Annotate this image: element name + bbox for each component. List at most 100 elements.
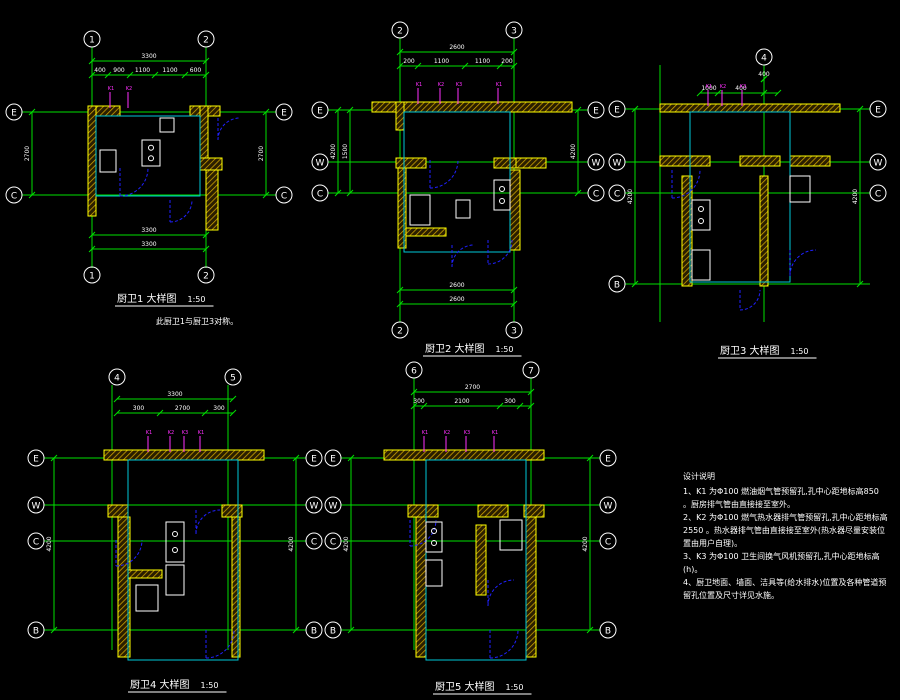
- dimension-text: 2700: [24, 146, 31, 161]
- plan-title: 厨卫5 大样图: [435, 680, 495, 693]
- dim-tick: [496, 402, 504, 410]
- grid-label: 6: [411, 367, 417, 377]
- grid-bubble-left: [324, 621, 342, 639]
- plan-scale: 1:50: [188, 295, 206, 304]
- dim-tick: [156, 409, 164, 417]
- dimension-text: 300: [413, 398, 425, 405]
- dimension-text: 2700: [175, 405, 190, 412]
- grid-label: 2: [203, 36, 209, 46]
- wall: [199, 105, 209, 167]
- dimension-text: 300: [504, 398, 516, 405]
- grid-bubble-right: [305, 449, 323, 467]
- pipe-tag: K1: [706, 84, 712, 90]
- dimension-text: 1100: [475, 58, 490, 65]
- dim-tick: [88, 71, 96, 79]
- fixture: [165, 564, 185, 596]
- door-swing: [739, 289, 761, 311]
- dimension-text: 600: [190, 67, 202, 74]
- wall: [231, 516, 241, 658]
- plan-title: 厨卫3 大样图: [720, 344, 780, 357]
- grid-bubble-right: [599, 532, 617, 550]
- dim-tick: [574, 106, 582, 114]
- wall: [221, 504, 243, 518]
- pipe-tag: K3: [456, 82, 462, 88]
- dimension-text: 300: [213, 405, 225, 412]
- wall: [415, 516, 427, 658]
- grid-label: 1: [89, 36, 95, 46]
- dimension-text: 2600: [449, 282, 464, 289]
- wall: [199, 157, 223, 171]
- dimension-text: 4200: [288, 536, 295, 551]
- fixture: [691, 249, 711, 281]
- dim-tick: [202, 57, 210, 65]
- dim-tick: [229, 395, 237, 403]
- grid-bubble-right: [587, 153, 605, 171]
- dim-tick: [420, 402, 428, 410]
- grid-label: C: [311, 538, 317, 548]
- dim-tick: [510, 48, 518, 56]
- wall: [659, 103, 841, 113]
- dim-tick: [696, 89, 704, 97]
- dim-tick: [396, 62, 404, 70]
- grid-bubble-top: [108, 368, 126, 386]
- grid-bubble-left: [311, 153, 329, 171]
- dim-tick: [631, 280, 639, 288]
- dim-tick: [113, 395, 121, 403]
- dim-tick: [516, 402, 524, 410]
- dim-tick: [28, 191, 36, 199]
- grid-bubble-top: [391, 21, 409, 39]
- grid-label: E: [11, 109, 17, 119]
- grid-bubble-left: [27, 496, 45, 514]
- dim-tick: [346, 106, 354, 114]
- wall: [397, 167, 407, 249]
- pipe-tag: K1: [416, 82, 422, 88]
- dimension-text: 4200: [582, 536, 589, 551]
- pipe-tag: K1: [146, 430, 152, 436]
- dim-tick: [396, 48, 404, 56]
- dimension-text: 1100: [434, 58, 449, 65]
- grid-label: 7: [528, 367, 534, 377]
- fixture: [789, 175, 811, 203]
- grid-bubble-left: [27, 449, 45, 467]
- dim-tick: [50, 626, 58, 634]
- dim-tick: [496, 62, 504, 70]
- burner: [431, 540, 437, 546]
- fixture: [409, 194, 431, 226]
- grid-label: C: [317, 190, 323, 200]
- wall: [205, 169, 219, 231]
- dim-tick: [510, 62, 518, 70]
- wall: [107, 504, 129, 518]
- dim-tick: [856, 105, 864, 113]
- door-swing: [119, 167, 149, 197]
- pipe-tag: K2: [444, 430, 450, 436]
- pipe-tag: K2: [168, 430, 174, 436]
- grid-bubble-bottom: [197, 266, 215, 284]
- dim-tick: [151, 71, 159, 79]
- fixture: [455, 199, 471, 219]
- grid-bubble-right: [869, 100, 887, 118]
- dimension-text: 4200: [627, 189, 634, 204]
- grid-bubble-right: [599, 449, 617, 467]
- grid-label: C: [33, 538, 39, 548]
- dim-tick: [292, 626, 300, 634]
- grid-bubble-right: [599, 496, 617, 514]
- dimension-text: 4200: [570, 144, 577, 159]
- dimension-text: 1500: [342, 144, 349, 159]
- fixture: [159, 117, 175, 133]
- dimension-text: 1000: [701, 85, 716, 92]
- dimension-text: 2700: [258, 146, 265, 161]
- wall: [523, 504, 545, 518]
- pipe-tag: K3: [740, 84, 746, 90]
- dim-tick: [202, 231, 210, 239]
- burner: [698, 218, 704, 224]
- dimension-text: 4200: [852, 189, 859, 204]
- wall: [407, 504, 439, 518]
- grid-bubble-left: [5, 186, 23, 204]
- fixture: [99, 149, 117, 173]
- grid-label: E: [593, 107, 599, 117]
- plan-scale: 1:50: [791, 347, 809, 356]
